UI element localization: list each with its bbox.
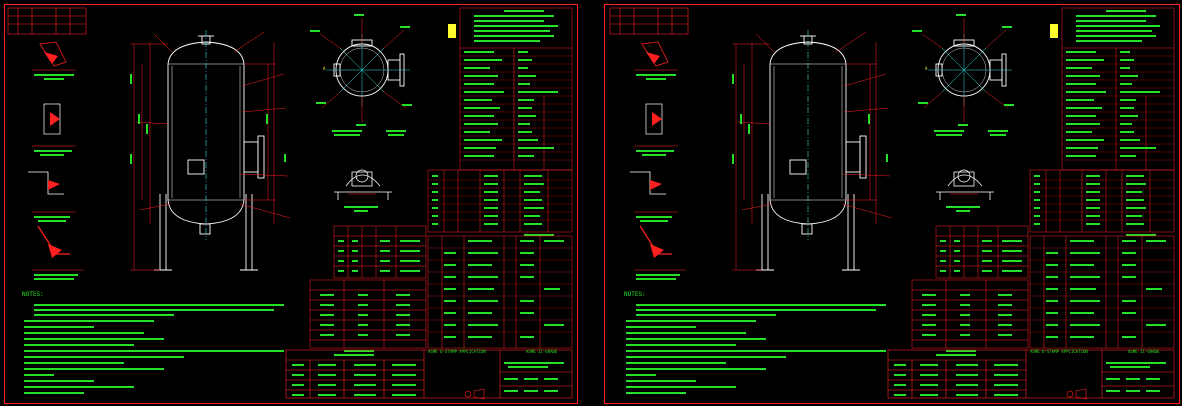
title-block-text2-left: ASME II-GRADE [526, 349, 558, 354]
drawing-sheet-right [604, 4, 1180, 404]
title-block-text-left: ASME U-STAMP APPLICATION [428, 349, 486, 354]
view-marker-left: A [323, 66, 326, 71]
notes-heading-right: NOTES: [624, 291, 646, 298]
sheet-right-graphics [609, 7, 1175, 400]
sheet-left-graphics [7, 7, 573, 400]
title-block-text-right: ASME U-STAMP APPLICATION [1030, 349, 1088, 354]
view-marker-right: A [925, 66, 928, 71]
title-block-text2-right: ASME II-GRADE [1128, 349, 1160, 354]
notes-heading-left: NOTES: [22, 291, 44, 298]
drawing-sheet-left [4, 4, 578, 404]
